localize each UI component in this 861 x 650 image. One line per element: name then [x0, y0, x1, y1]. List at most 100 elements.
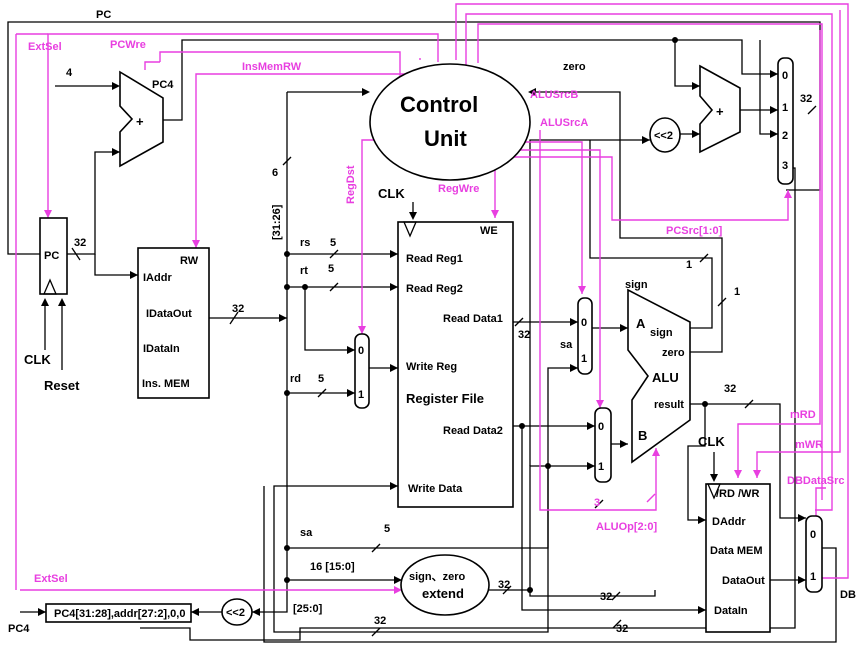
imm-field-label: 16 [15:0]	[310, 561, 355, 573]
signal-labels: PC ExtSel PCWre InsMemRW RegDst RegWre A…	[28, 9, 844, 585]
extsel-top-label: ExtSel	[28, 41, 62, 53]
dbdatasrc-label: DBDataSrc	[787, 475, 844, 487]
datain-width: 32	[600, 591, 612, 603]
ins-mem-idataout: IDataOut	[146, 308, 192, 320]
sa-field-label: sa	[300, 527, 313, 539]
instruction-memory: RW IAddr IDataOut IDataIn Ins. MEM 32	[137, 247, 244, 399]
alusrca-label: ALUSrcA	[540, 117, 588, 129]
sign-width-label: 1	[686, 259, 692, 271]
pcsrc-mux: 0 1 2 3 32	[777, 57, 812, 185]
pc-clk-label: CLK	[24, 352, 51, 367]
reg-file-write-data: Write Data	[408, 483, 463, 495]
pcsrc-mux-in2: 2	[782, 130, 788, 142]
reg-file-we: WE	[480, 225, 498, 237]
aluop-label: ALUOp[2:0]	[596, 521, 657, 533]
branch-adder-symbol: +	[716, 104, 724, 119]
data-mem-rd-wr: /RD /WR	[716, 488, 759, 500]
jump-pc4-label: PC4	[8, 623, 30, 635]
alu-b-label: B	[638, 428, 647, 443]
result-width-label: 32	[724, 383, 736, 395]
pc-label: PC	[44, 250, 59, 262]
pcsrc-mux-in1: 1	[782, 102, 788, 114]
regdst-mux-in0: 0	[358, 345, 364, 357]
alusrcb-label: ALUSrcB	[530, 89, 578, 101]
rd-label: rd	[290, 373, 301, 385]
const-four-label: 4	[66, 67, 73, 79]
pc-reset-label: Reset	[44, 378, 80, 393]
datapath-wires	[7, 21, 837, 643]
pc-width: 32	[74, 237, 86, 249]
zero-signal-label: zero	[563, 61, 586, 73]
aluop-width: 3	[594, 497, 600, 509]
reg-file-read-data2: Read Data2	[443, 425, 503, 437]
alu-sign-out-label: sign	[650, 327, 673, 339]
pc4-adder-symbol: +	[136, 114, 144, 129]
control-unit-line2: Unit	[424, 126, 467, 151]
reg-file-read-reg2: Read Reg2	[406, 283, 463, 295]
addr-field-label: [25:0]	[293, 603, 323, 615]
alusrcb-mux: 0 1	[594, 407, 612, 483]
reg-file-write-reg: Write Reg	[406, 361, 457, 373]
rt-label: rt	[300, 265, 308, 277]
extend-width: 32	[498, 579, 510, 591]
rs-label: rs	[300, 237, 310, 249]
mwr-label: mWR	[795, 439, 823, 451]
db-feedback-width: 32	[374, 615, 386, 627]
control-signal-wires	[15, 3, 849, 594]
mrd-label: mRD	[790, 409, 816, 421]
data-mem-daddr: DAddr	[712, 516, 746, 528]
data-mem-datain: DataIn	[714, 605, 748, 617]
pcsrc-width: 32	[800, 93, 812, 105]
regdst-label: RegDst	[345, 165, 357, 204]
pcsrc-label: PCSrc[1:0]	[666, 225, 723, 237]
pc4-output-label: PC4	[152, 79, 174, 91]
pcsrc-mux-in3: 3	[782, 160, 788, 172]
alu-result-label: result	[654, 399, 684, 411]
alu-sa-label: sa	[560, 339, 573, 351]
extend-line2: extend	[422, 586, 464, 601]
register-file: WE Read Reg1 Read Reg2 Read Data1 Write …	[378, 186, 530, 508]
extend-line1: sign、zero	[409, 571, 466, 583]
rt-width: 5	[328, 263, 334, 275]
reg-file-read-data1: Read Data1	[443, 313, 503, 325]
op-width-label: 6	[272, 167, 278, 179]
regwre-label: RegWre	[438, 183, 479, 195]
data-memory: /RD /WR DAddr Data MEM DataOut DataIn CL…	[698, 434, 771, 633]
ins-mem-width: 32	[232, 303, 244, 315]
regdst-mux: 0 1	[354, 333, 370, 409]
ins-mem-rw: RW	[180, 255, 199, 267]
alusrca-mux: 0 1 sa	[560, 297, 593, 375]
data-mem-dataout: DataOut	[722, 575, 765, 587]
ins-mem-name: Ins. MEM	[142, 378, 190, 390]
regdst-mux-in1: 1	[358, 389, 364, 401]
pcwre-label: PCWre	[110, 39, 146, 51]
reg-file-read-reg1: Read Reg1	[406, 253, 463, 265]
zero-width-label: 1	[734, 286, 740, 298]
pc4-adder: + 4 PC4	[66, 67, 174, 168]
reg-file-clk-label: CLK	[378, 186, 405, 201]
instruction-fields: 6 [31:26] rs 5 rt 5 rd 5 sa 5 16 [15:0] …	[271, 167, 390, 615]
alusrcb-mux-in1: 1	[598, 461, 604, 473]
jump-shift-label: <<2	[226, 607, 245, 619]
rs-width: 5	[330, 237, 336, 249]
control-unit-line1: Control	[400, 92, 478, 117]
branch-adder: +	[699, 64, 741, 154]
control-unit: Control Unit	[369, 63, 531, 181]
db-mux-in1: 1	[810, 571, 816, 583]
branch-shift-label: <<2	[654, 130, 673, 142]
reg-file-name: Register File	[406, 391, 484, 406]
jump-concat-label: PC4[31:28],addr[27:2],0,0	[54, 608, 185, 620]
sa-width: 5	[384, 523, 390, 535]
data-mem-name: Data MEM	[710, 545, 763, 557]
db-label: DB	[840, 589, 856, 601]
dbdatasrc-mux: 0 1 DB	[805, 515, 856, 601]
ins-mem-idatain: IDataIn	[143, 343, 180, 355]
pcsrc-mux-in0: 0	[782, 70, 788, 82]
db-mux-in0: 0	[810, 529, 816, 541]
alu-sign-input-label: sign	[625, 279, 648, 291]
alu: A sign zero ALU result B sign 1 1 32	[625, 259, 740, 464]
pc-feedback-label: PC	[96, 9, 111, 21]
rd-width: 5	[318, 373, 324, 385]
ins-mem-iaddr: IAddr	[143, 272, 172, 284]
